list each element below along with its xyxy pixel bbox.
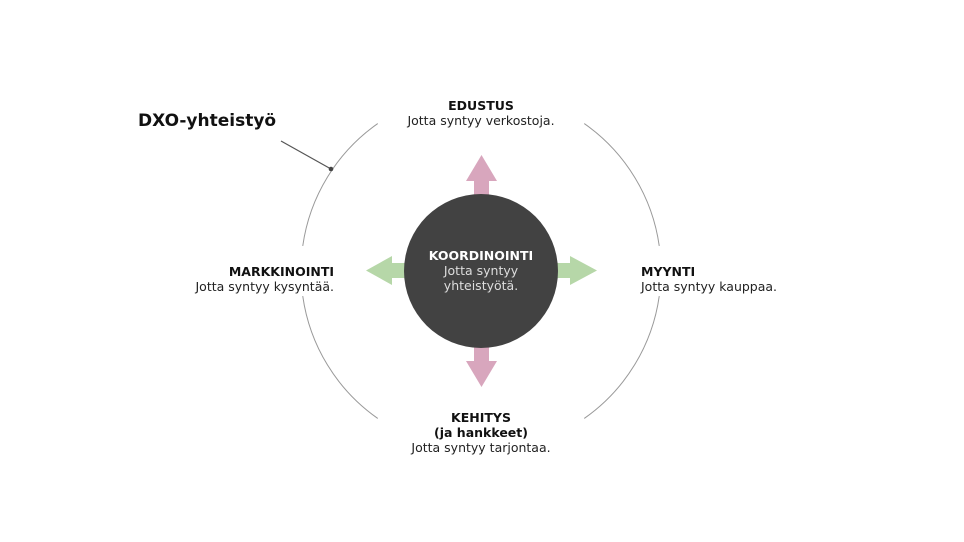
node-top: EDUSTUS Jotta syntyy verkostoja. xyxy=(381,98,581,128)
ring-arc xyxy=(583,123,660,247)
node-bottom-heading: KEHITYS xyxy=(451,410,511,425)
node-top-text: Jotta syntyy verkostoja. xyxy=(407,113,555,128)
center-circle xyxy=(404,194,558,348)
outer-ring xyxy=(302,123,660,419)
node-left-heading: MARKKINOINTI xyxy=(228,264,334,279)
node-bottom-text: Jotta syntyy tarjontaa. xyxy=(411,440,551,455)
node-right: MYYNTI Jotta syntyy kauppaa. xyxy=(641,264,841,294)
arrow-right xyxy=(556,256,597,285)
node-left: MARKKINOINTI Jotta syntyy kysyntää. xyxy=(156,264,335,294)
center-heading: KOORDINOINTI xyxy=(428,248,534,263)
ring-arc xyxy=(302,123,379,247)
arrow-up xyxy=(466,155,497,197)
node-top-heading: EDUSTUS xyxy=(448,98,514,113)
arrow-down xyxy=(466,345,497,387)
node-bottom-heading2: (ja hankkeet) xyxy=(434,425,528,440)
leader-dot xyxy=(328,166,334,172)
node-bottom: KEHITYS (ja hankkeet) Jotta syntyy tarjo… xyxy=(381,410,581,455)
leader-line xyxy=(280,140,332,170)
node-left-text: Jotta syntyy kysyntää. xyxy=(195,279,335,294)
center-line1: Jotta syntyy xyxy=(443,263,519,278)
node-right-text: Jotta syntyy kauppaa. xyxy=(641,279,778,294)
ring-arc xyxy=(583,295,660,419)
center-line2: yhteistyötä. xyxy=(443,278,519,293)
node-right-heading: MYYNTI xyxy=(641,264,696,279)
diagram-title: DXO-yhteistyö xyxy=(138,111,277,131)
center-label: KOORDINOINTI Jotta syntyy yhteistyötä. xyxy=(404,248,558,293)
arrow-left xyxy=(366,256,406,285)
ring-arc xyxy=(302,295,379,419)
